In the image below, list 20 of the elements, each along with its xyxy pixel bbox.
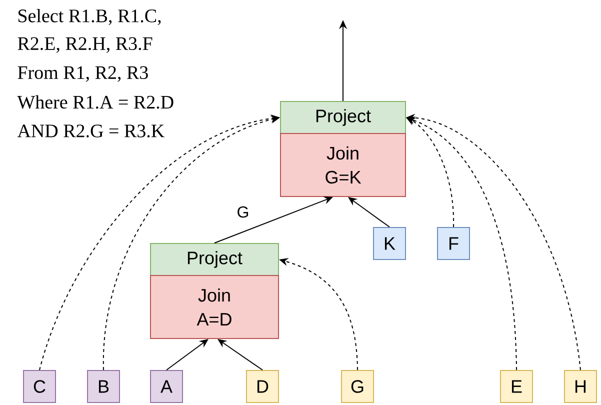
query-text: Where R1.A = R2.D	[17, 95, 174, 109]
edge-label: G	[236, 205, 250, 219]
attribute-box: F	[437, 227, 470, 260]
attribute-box: D	[246, 370, 279, 403]
attribute-box: B	[87, 370, 120, 403]
attribute-box: H	[564, 370, 597, 403]
join-box: Join G=K	[280, 133, 406, 197]
attribute-box: K	[373, 227, 406, 260]
query-text: AND R2.G = R3.K	[17, 124, 164, 138]
query-text: From R1, R2, R3	[18, 66, 148, 82]
attribute-box: C	[23, 370, 56, 403]
query-text: R2.E, R2.H, R3.F	[18, 37, 152, 53]
join-box: Join A=D	[150, 275, 279, 339]
project-box: Project	[280, 101, 406, 134]
attribute-box: G	[341, 370, 374, 403]
project-box: Project	[150, 243, 279, 276]
arrow	[166, 339, 208, 370]
attribute-box: A	[150, 370, 183, 403]
query-text: Select R1.B, R1.C,	[18, 8, 161, 26]
attribute-box: E	[500, 370, 533, 403]
